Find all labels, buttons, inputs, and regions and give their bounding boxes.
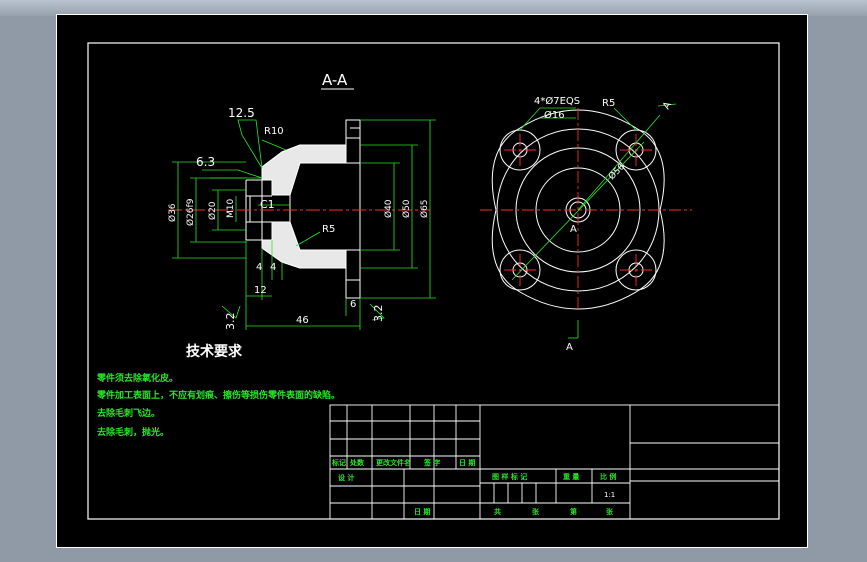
tb-drawing-mark: 图 样 标 记 <box>492 472 527 481</box>
inner-frame <box>87 42 780 520</box>
title-block <box>329 404 780 520</box>
roughness-mid: 6.3 <box>196 155 215 169</box>
roughness-bottom-right: 3.2 <box>372 305 385 323</box>
dim-c1: C1 <box>260 198 275 211</box>
window-top-bar <box>0 0 867 16</box>
tech-line-2: 零件加工表面上，不应有划痕、擦伤等损伤零件表面的缺陷。 <box>96 389 340 401</box>
dim-w6: 6 <box>350 299 356 310</box>
tb-date: 日 期 <box>459 458 475 467</box>
tb-weight: 重 量 <box>563 472 579 481</box>
dim-d20: Ø20 <box>207 201 218 220</box>
dim-r5: R5 <box>322 224 335 235</box>
section-mark-bottom: A <box>566 342 573 353</box>
dim-d16: Ø16 <box>544 109 565 121</box>
section-dimension-text: 12.5 6.3 3.2 3.2 Ø36 Ø26f9 Ø20 M10 Ø40 Ø… <box>167 106 430 330</box>
tb-mark: 标记 <box>331 458 346 467</box>
tech-line-4: 去除毛刺，抛光。 <box>97 426 169 438</box>
section-dimensions <box>172 119 436 330</box>
tb-date-2: 日 期 <box>414 507 430 516</box>
front-view-dimensions <box>511 103 677 339</box>
dim-d36: Ø36 <box>167 203 178 222</box>
dim-r5-right: R5 <box>602 98 615 109</box>
dim-w46: 46 <box>296 315 309 326</box>
tb-scale-label: 比 例 <box>600 472 616 481</box>
tech-line-1: 零件须去除氧化皮。 <box>96 372 178 384</box>
title-block-text: 标记 处数 更改文件名 签 字 日 期 设 计 日 期 图 样 标 记 重 量 … <box>331 458 616 516</box>
tb-change-doc: 更改文件名 <box>376 458 411 467</box>
section-view: A-A <box>245 71 361 299</box>
dim-d56: Ø56 <box>606 161 627 182</box>
tb-design: 设 计 <box>338 473 354 482</box>
roughness-top: 12.5 <box>228 106 255 120</box>
dim-d65: Ø65 <box>419 199 430 218</box>
roughness-bottom-left: 3.2 <box>224 313 237 331</box>
tech-title: 技术要求 <box>186 343 243 360</box>
section-mark-top: A <box>661 100 674 112</box>
dim-w4a: 4 <box>256 262 262 273</box>
tech-line-3: 去除毛刺飞边。 <box>97 407 160 419</box>
tb-sheets: 张 <box>532 507 540 516</box>
tb-total: 共 <box>494 507 501 516</box>
dim-r10: R10 <box>264 126 284 137</box>
tb-page: 第 <box>570 507 577 516</box>
dim-d50: Ø50 <box>401 199 412 218</box>
section-mark-center: A <box>570 224 577 235</box>
dim-w12: 12 <box>254 285 267 296</box>
dim-holes: 4*Ø7EQS <box>534 95 580 107</box>
dim-d40: Ø40 <box>383 199 394 218</box>
tb-sign: 签 字 <box>423 458 440 467</box>
section-label: A-A <box>322 71 348 89</box>
dim-d26: Ø26f9 <box>185 198 196 226</box>
drawing-sheet <box>56 14 808 548</box>
tb-scale-value: 1:1 <box>604 491 615 499</box>
dim-w4b: 4 <box>270 262 276 273</box>
technical-requirements: 技术要求 零件须去除氧化皮。 零件加工表面上，不应有划痕、擦伤等损伤零件表面的缺… <box>96 343 340 438</box>
front-view-text: 4*Ø7EQS Ø16 R5 Ø56 A A A <box>534 95 674 353</box>
dim-m10: M10 <box>226 199 236 218</box>
tb-count: 处数 <box>349 458 365 467</box>
tb-sheets-2: 张 <box>606 507 614 516</box>
front-view-centerlines <box>480 108 692 312</box>
